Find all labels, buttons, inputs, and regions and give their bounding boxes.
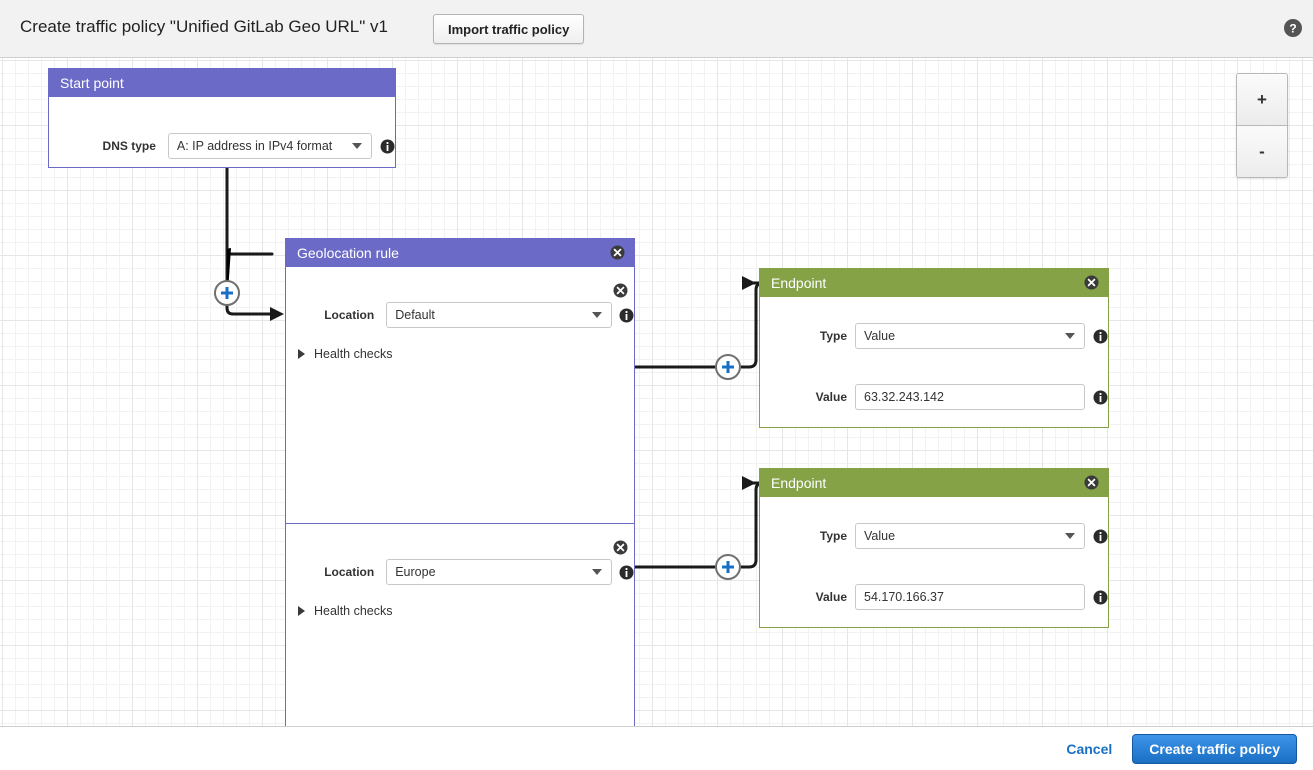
endpoint-node-2[interactable]: Endpoint Type Value — [759, 468, 1109, 628]
start-point-header: Start point — [49, 69, 395, 97]
location-1-row: Location Default — [286, 302, 634, 328]
geo-location-block-2: Location Europe Health checks — [286, 524, 634, 724]
location-1-info-icon[interactable] — [619, 308, 634, 323]
geolocation-rule-title: Geolocation rule — [297, 245, 399, 261]
endpoint-2-type-select[interactable]: Value — [855, 523, 1085, 549]
footer-bar: Cancel Create traffic policy — [0, 728, 1313, 770]
plus-icon — [722, 561, 734, 573]
help-circle-icon[interactable]: ? — [1283, 18, 1303, 38]
geo-location-block-1: Location Default Health checks — [286, 267, 634, 523]
location-1-label: Location — [324, 308, 375, 322]
chevron-right-icon — [298, 349, 305, 359]
location-2-label: Location — [324, 565, 375, 579]
health-checks-label-2: Health checks — [314, 604, 393, 618]
start-point-title: Start point — [60, 75, 124, 91]
add-node-button-start[interactable] — [214, 280, 240, 306]
import-traffic-policy-button[interactable]: Import traffic policy — [433, 14, 585, 44]
endpoint-1-body: Type Value Value 63.32.243.142 — [760, 297, 1108, 428]
chevron-down-icon — [1065, 533, 1075, 539]
endpoint-2-value-input[interactable]: 54.170.166.37 — [855, 584, 1085, 610]
location-1-value: Default — [395, 308, 435, 322]
endpoint-1-value-info-icon[interactable] — [1093, 390, 1108, 405]
policy-canvas[interactable]: Start point DNS type A: IP address in IP… — [0, 58, 1313, 727]
svg-text:?: ? — [1289, 22, 1296, 36]
chevron-down-icon — [352, 143, 362, 149]
location-2-value: Europe — [395, 565, 436, 579]
close-endpoint-1-icon[interactable] — [1084, 275, 1099, 290]
remove-location-1-icon[interactable] — [613, 283, 628, 298]
endpoint-2-value-text: 54.170.166.37 — [864, 590, 944, 604]
endpoint-2-body: Type Value Value 54.170.166.37 — [760, 497, 1108, 628]
endpoint-2-type-row: Type Value — [760, 523, 1108, 549]
endpoint-node-1[interactable]: Endpoint Type Value — [759, 268, 1109, 428]
page-title: Create traffic policy "Unified GitLab Ge… — [20, 17, 388, 36]
location-2-info-icon[interactable] — [619, 565, 634, 580]
zoom-out-button[interactable]: - — [1237, 126, 1287, 177]
endpoint-2-type-info-icon[interactable] — [1093, 529, 1108, 544]
top-bar: Create traffic policy "Unified GitLab Ge… — [0, 0, 1313, 58]
start-point-body: DNS type A: IP address in IPv4 format — [49, 97, 395, 168]
endpoint-2-title: Endpoint — [771, 475, 827, 491]
dns-type-value: A: IP address in IPv4 format — [176, 139, 333, 153]
location-2-select[interactable]: Europe — [386, 559, 612, 585]
endpoint-2-type-label: Type — [819, 529, 847, 543]
close-rule-icon[interactable] — [610, 245, 625, 260]
close-endpoint-2-icon[interactable] — [1084, 475, 1099, 490]
chevron-right-icon — [298, 606, 305, 616]
dns-type-info-icon[interactable] — [380, 139, 395, 154]
health-checks-label-1: Health checks — [314, 347, 393, 361]
zoom-in-button[interactable]: + — [1237, 74, 1287, 126]
endpoint-1-title: Endpoint — [771, 275, 827, 291]
endpoint-1-type-value: Value — [864, 329, 896, 343]
chevron-down-icon — [1065, 333, 1075, 339]
dns-type-select[interactable]: A: IP address in IPv4 format — [167, 133, 372, 159]
chevron-down-icon — [592, 312, 602, 318]
endpoint-1-value-label: Value — [815, 390, 847, 404]
location-2-row: Location Europe — [286, 559, 634, 585]
endpoint-2-value-row: Value 54.170.166.37 — [760, 584, 1108, 610]
endpoint-1-type-info-icon[interactable] — [1093, 329, 1108, 344]
create-traffic-policy-button[interactable]: Create traffic policy — [1132, 734, 1297, 764]
endpoint-2-header: Endpoint — [760, 469, 1108, 497]
plus-icon — [722, 361, 734, 373]
endpoint-2-value-label: Value — [815, 590, 847, 604]
endpoint-2-value-info-icon[interactable] — [1093, 590, 1108, 605]
cancel-button[interactable]: Cancel — [1066, 741, 1113, 757]
endpoint-1-value-input[interactable]: 63.32.243.142 — [855, 384, 1085, 410]
plus-icon — [221, 287, 233, 299]
zoom-controls[interactable]: + - — [1236, 73, 1288, 178]
chevron-down-icon — [592, 569, 602, 575]
endpoint-1-type-row: Type Value — [760, 323, 1108, 349]
health-checks-toggle-1[interactable]: Health checks — [298, 347, 393, 361]
endpoint-1-value-text: 63.32.243.142 — [864, 390, 944, 404]
endpoint-2-type-value: Value — [864, 529, 896, 543]
geolocation-rule-node[interactable]: Geolocation rule Location Default — [285, 238, 635, 726]
geolocation-rule-header: Geolocation rule — [286, 239, 634, 267]
geo-section-divider — [286, 523, 634, 524]
endpoint-1-type-label: Type — [819, 329, 847, 343]
add-node-button-endpoint-1[interactable] — [715, 354, 741, 380]
health-checks-toggle-2[interactable]: Health checks — [298, 604, 393, 618]
endpoint-1-type-select[interactable]: Value — [855, 323, 1085, 349]
start-point-node[interactable]: Start point DNS type A: IP address in IP… — [48, 68, 396, 168]
location-1-select[interactable]: Default — [386, 302, 612, 328]
dns-type-row: DNS type A: IP address in IPv4 format — [49, 133, 395, 159]
endpoint-1-value-row: Value 63.32.243.142 — [760, 384, 1108, 410]
endpoint-1-header: Endpoint — [760, 269, 1108, 297]
add-node-button-endpoint-2[interactable] — [715, 554, 741, 580]
remove-location-2-icon[interactable] — [613, 540, 628, 555]
dns-type-label: DNS type — [102, 139, 156, 153]
